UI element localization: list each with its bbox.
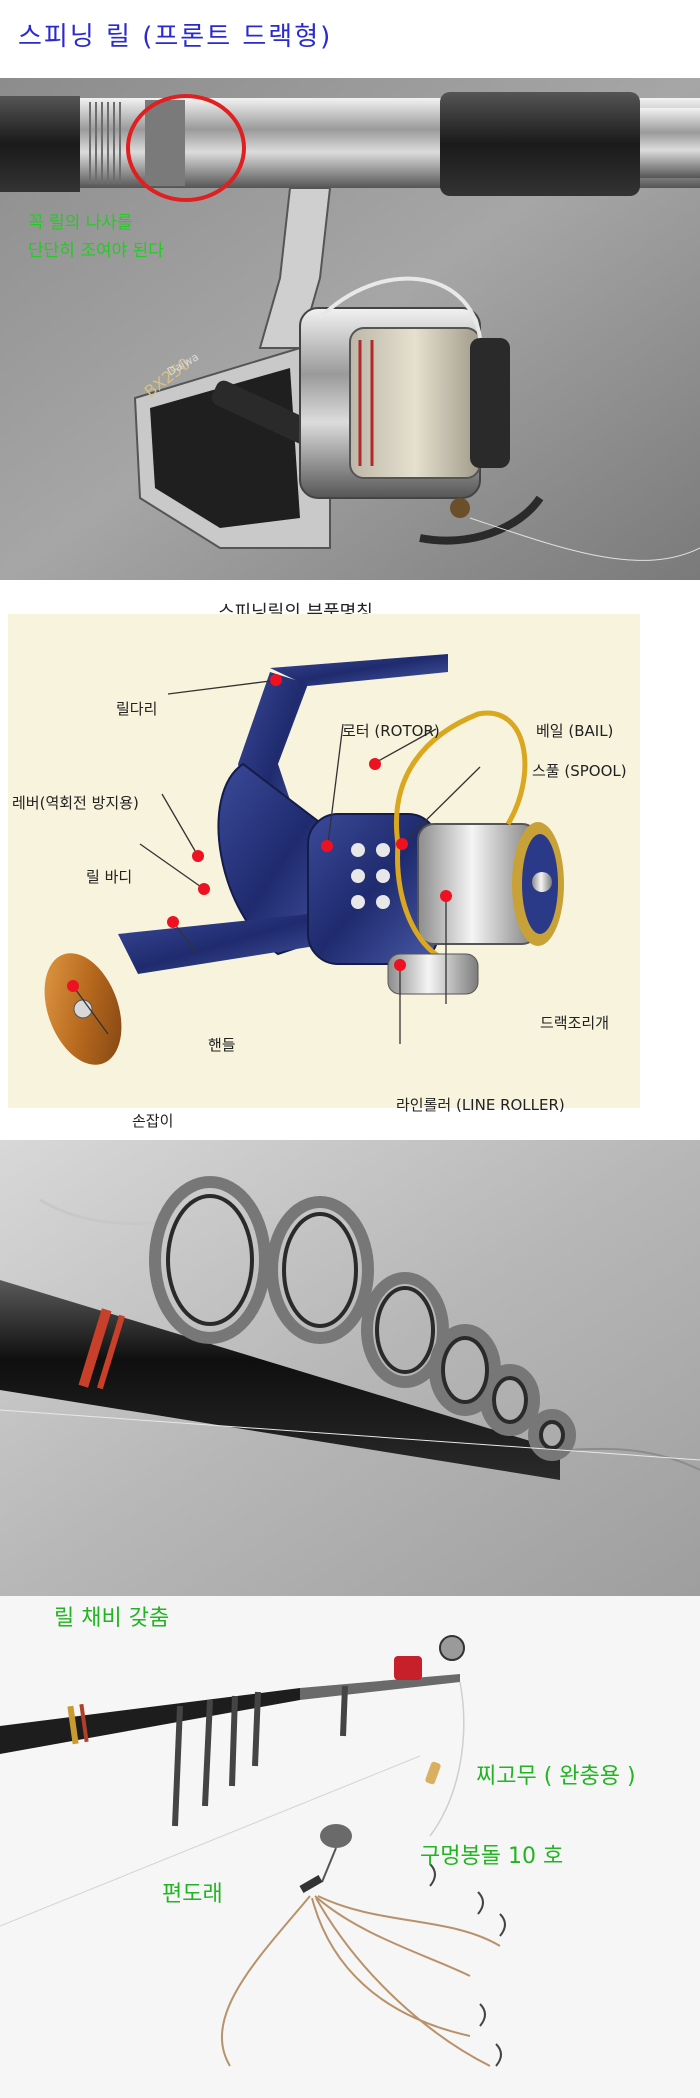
label-spool: 스풀 (SPOOL) xyxy=(532,762,627,780)
note-line-2: 단단히 조여야 된다 xyxy=(28,241,164,261)
photo-reel-on-rod: BX250 Daiwa xyxy=(0,78,700,580)
label-drag-knob: 드랙조리개 xyxy=(540,1014,610,1032)
label-lever: 레버(역회전 방지용) xyxy=(12,794,139,812)
section4-title: 릴 채비 갖춤 xyxy=(54,1606,170,1631)
label-knob: 손잡이 xyxy=(132,1112,174,1130)
label-float-stopper: 찌고무 ( 완충용 ) xyxy=(476,1764,636,1789)
label-rotor: 로터 (ROTOR) xyxy=(342,722,440,740)
label-line-roller: 라인롤러 (LINE ROLLER) xyxy=(396,1096,565,1114)
reel-parts-diagram xyxy=(8,614,640,1108)
label-bail: 베일 (BAIL) xyxy=(536,722,614,740)
label-sinker: 구멍봉돌 10 호 xyxy=(420,1844,564,1869)
photo-rig-setup xyxy=(0,1596,700,2098)
label-reel-foot: 릴다리 xyxy=(116,700,158,718)
label-reel-body: 릴 바디 xyxy=(86,868,133,886)
section1-title: 스피닝 릴 (프론트 드랙형) xyxy=(18,22,333,52)
note-line-1: 꼭 릴의 나사를 xyxy=(28,213,133,233)
label-handle: 핸들 xyxy=(208,1036,236,1054)
label-rig: 편도래 xyxy=(162,1882,223,1907)
photo-rod-guides xyxy=(0,1140,700,1596)
